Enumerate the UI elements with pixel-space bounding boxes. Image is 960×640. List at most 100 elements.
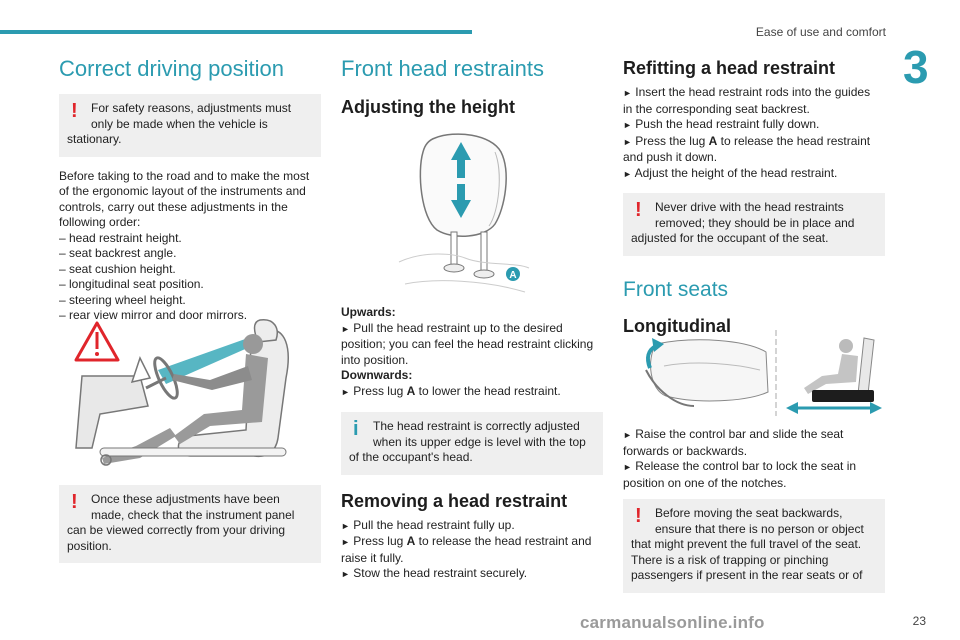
bullet-arrow-icon: ► xyxy=(341,323,350,334)
column-refitting-front-seats: Refitting a head restraint ► Insert the … xyxy=(623,58,885,337)
step-text: to release the head restraint xyxy=(717,133,871,148)
chapter-number: 3 xyxy=(903,41,929,93)
bullet-arrow-icon: ► xyxy=(341,520,350,531)
step-text: in the corresponding seat backrest. xyxy=(623,101,810,116)
step-text: into position. xyxy=(341,352,409,367)
safety-warning-note: ! For safety reasons, adjustments must o… xyxy=(59,94,321,157)
watermark-text: carmanualsonline.info xyxy=(580,613,765,632)
list-item: – longitudinal seat position. xyxy=(59,277,204,291)
warning-line: Once these adjustments have been xyxy=(91,492,280,506)
warning-line: can be viewed correctly from your drivin… xyxy=(67,523,286,537)
list-item: – head restraint height. xyxy=(59,230,182,245)
upwards-label: Upwards: xyxy=(341,305,396,319)
warning-triangle-icon xyxy=(74,321,120,362)
step-text: Pull the head restraint fully up. xyxy=(353,517,515,532)
warning-line: There is a risk of trapping or pinching xyxy=(631,552,829,567)
step-text: Press lug xyxy=(353,534,407,548)
step-text: Press lug xyxy=(353,383,407,398)
bullet-arrow-icon: ► xyxy=(623,430,632,440)
heading-front-seats: Front seats xyxy=(623,277,729,301)
warning-icon: ! xyxy=(635,199,642,221)
slide-forward-backward-arrow-icon xyxy=(786,402,882,414)
warning-line: position. xyxy=(67,538,112,553)
step-text: raise it fully. xyxy=(341,550,404,565)
page-number: 23 xyxy=(912,614,926,628)
warning-line: Never drive with the head restraints xyxy=(655,200,844,214)
warning-line: Before moving the seat backwards, xyxy=(655,506,843,520)
header-accent-bar xyxy=(0,30,472,34)
section-title: Ease of use and comfort xyxy=(755,25,886,39)
bullet-arrow-icon: ► xyxy=(623,136,632,147)
warning-line: only be made when the vehicle is xyxy=(91,116,268,131)
bullet-arrow-icon: ► xyxy=(623,88,632,98)
step-text: Pull the head restraint up to the desire… xyxy=(353,320,563,335)
warning-line: that might prevent the full travel of th… xyxy=(631,537,862,551)
step-text: Press the lug xyxy=(635,133,709,148)
heading-refitting-head-restraint: Refitting a head restraint xyxy=(623,58,836,78)
bullet-arrow-icon: ► xyxy=(623,168,632,179)
body-line: of the ergonomic layout of the instrumen… xyxy=(59,184,306,198)
info-note: i The head restraint is correctly adjust… xyxy=(341,412,603,475)
heading-correct-driving-position: Correct driving position xyxy=(59,56,284,81)
warning-line: ensure that there is no person or object xyxy=(655,521,864,536)
info-line: when its upper edge is level with the to… xyxy=(373,434,586,449)
warning-icon: ! xyxy=(71,491,78,513)
lug-a-label: A xyxy=(509,270,516,281)
list-item: – steering wheel height. xyxy=(59,292,186,307)
step-text: Raise the control bar and slide the seat xyxy=(635,427,844,441)
seat-movement-warning-note: ! Before moving the seat backwards, ensu… xyxy=(623,499,885,593)
step-text: Push the head restraint fully down. xyxy=(635,117,820,131)
bullet-arrow-icon: ► xyxy=(623,120,632,130)
step-text: position; you can feel the head restrain… xyxy=(341,337,594,351)
warning-line: For safety reasons, adjustments must xyxy=(91,101,292,115)
body-line: Before taking to the road and to make th… xyxy=(59,168,310,183)
head-restraint-warning-note: ! Never drive with the head restraints r… xyxy=(623,193,885,256)
step-text: Insert the head restraint rods into the … xyxy=(635,85,871,99)
lug-ref: A xyxy=(406,383,416,398)
bullet-arrow-icon: ► xyxy=(341,537,350,547)
column-driving-position: Correct driving position ! For safety re… xyxy=(59,56,321,324)
head-restraint-illustration: A xyxy=(398,133,530,293)
step-text: Adjust the height of the head restraint. xyxy=(634,165,838,180)
heading-longitudinal: Longitudinal xyxy=(623,315,731,336)
bullet-arrow-icon: ► xyxy=(341,386,350,397)
warning-line: adjusted for the occupant of the seat. xyxy=(631,231,829,245)
column1-bottom: ! Once these adjustments have been made,… xyxy=(59,485,321,563)
step-text: to release the head restraint and xyxy=(415,534,592,548)
heading-front-head-restraints: Front head restraints xyxy=(341,56,544,81)
warning-line: stationary. xyxy=(67,132,122,146)
heading-adjusting-height: Adjusting the height xyxy=(341,97,515,117)
info-icon: i xyxy=(353,418,359,440)
column2-body: Upwards: ► Pull the head restraint up to… xyxy=(341,305,603,583)
lug-a-marker xyxy=(506,267,520,281)
info-line: The head restraint is correctly adjusted xyxy=(373,419,580,433)
bullet-arrow-icon: ► xyxy=(341,569,350,579)
body-line: following order: xyxy=(59,215,141,229)
list-item: – rear view mirror and door mirrors. xyxy=(59,308,248,322)
driving-position-illustration xyxy=(74,319,289,466)
warning-line: made, check that the instrument panel xyxy=(91,507,295,522)
step-text: to lower the head restraint. xyxy=(415,383,561,398)
control-bar-arrow-icon xyxy=(646,338,664,369)
lug-ref: A xyxy=(708,133,718,148)
column3-bottom: ► Raise the control bar and slide the se… xyxy=(623,427,885,593)
instrument-panel-warning-note: ! Once these adjustments have been made,… xyxy=(59,485,321,563)
downwards-label: Downwards: xyxy=(341,368,413,382)
warning-icon: ! xyxy=(71,100,78,122)
step-text: position on one of the notches. xyxy=(623,475,787,490)
adjustment-order-text: Before taking to the road and to make th… xyxy=(59,169,321,324)
warning-line: removed; they should be in place and xyxy=(655,215,855,230)
heading-removing-head-restraint: Removing a head restraint xyxy=(341,490,568,511)
list-item: – seat cushion height. xyxy=(59,261,176,276)
column-head-restraints: Front head restraints Adjusting the heig… xyxy=(341,56,603,118)
step-text: and push it down. xyxy=(623,150,718,164)
info-line: of the occupant's head. xyxy=(349,450,473,464)
lug-ref: A xyxy=(406,534,416,548)
step-text: forwards or backwards. xyxy=(623,443,748,458)
step-text: Release the control bar to lock the seat… xyxy=(635,459,857,473)
warning-icon: ! xyxy=(635,505,642,527)
body-line: controls, carry out these adjustments in… xyxy=(59,199,288,214)
longitudinal-seat-illustration xyxy=(645,330,882,416)
height-adjust-arrows-icon xyxy=(451,142,471,218)
step-text: Stow the head restraint securely. xyxy=(353,566,528,580)
